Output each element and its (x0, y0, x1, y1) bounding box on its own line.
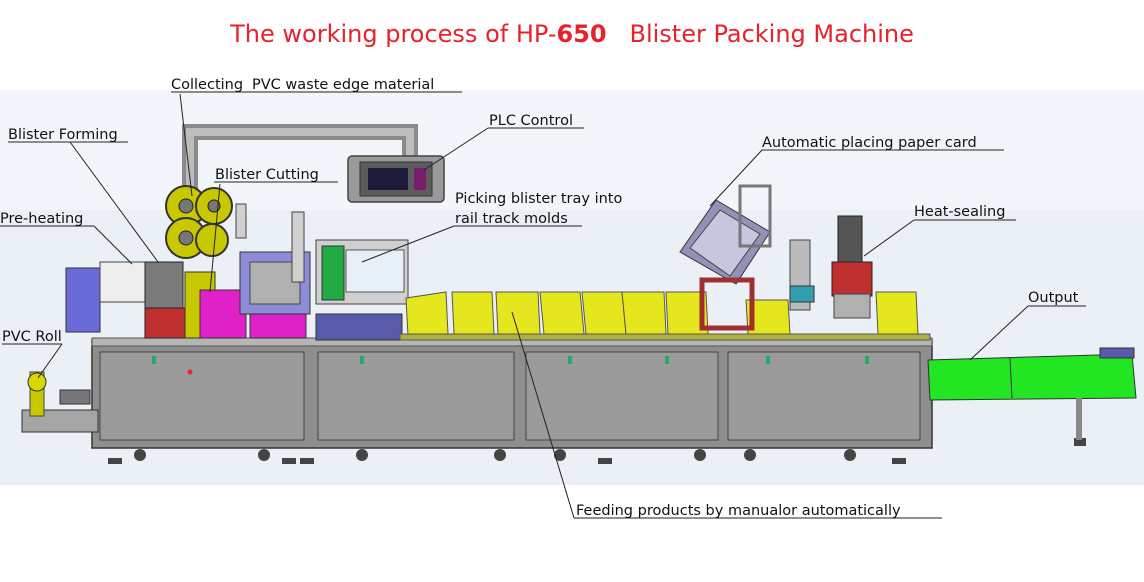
label-collecting: Collecting (171, 77, 243, 93)
yellow-trays (405, 291, 919, 337)
heat-sealing-unit (831, 215, 873, 319)
label-blister-forming: Blister Forming (8, 127, 118, 143)
label-output: Output (1028, 290, 1079, 306)
card-placing-unit (679, 184, 815, 331)
title-suffix: Blister Packing Machine (629, 20, 914, 48)
machine-feet (108, 438, 1086, 464)
label-plc-control: PLC Control (489, 113, 573, 129)
label-pre-heating: Pre-heating (0, 211, 83, 227)
output-conveyor (927, 347, 1137, 440)
cutting-station (199, 203, 311, 339)
machine-cabinet (91, 337, 933, 449)
pvc-roll-holder (21, 371, 99, 433)
collecting-wheels (165, 185, 233, 259)
label-picking-line2: rail track molds (455, 211, 568, 227)
label-pvc-waste: PVC waste edge material (252, 77, 434, 93)
plc-control-box (347, 155, 445, 203)
diagram-title: The working process of HP-650 Blister Pa… (0, 20, 1144, 48)
label-placing-card: Automatic placing paper card (762, 135, 977, 151)
label-feeding: Feeding products by manualor automatical… (576, 503, 901, 519)
label-pvc-roll: PVC Roll (2, 329, 62, 345)
tray-rail (399, 333, 931, 341)
picking-station (315, 239, 409, 341)
title-prefix: The working process of HP- (230, 20, 557, 48)
label-picking-line1: Picking blister tray into (455, 191, 622, 207)
leader-lines (0, 91, 1086, 519)
label-heat-sealing: Heat-sealing (914, 204, 1005, 220)
label-blister-cutting: Blister Cutting (215, 167, 319, 183)
title-model: 650 (556, 20, 607, 48)
waste-duct-highlight (186, 128, 414, 200)
